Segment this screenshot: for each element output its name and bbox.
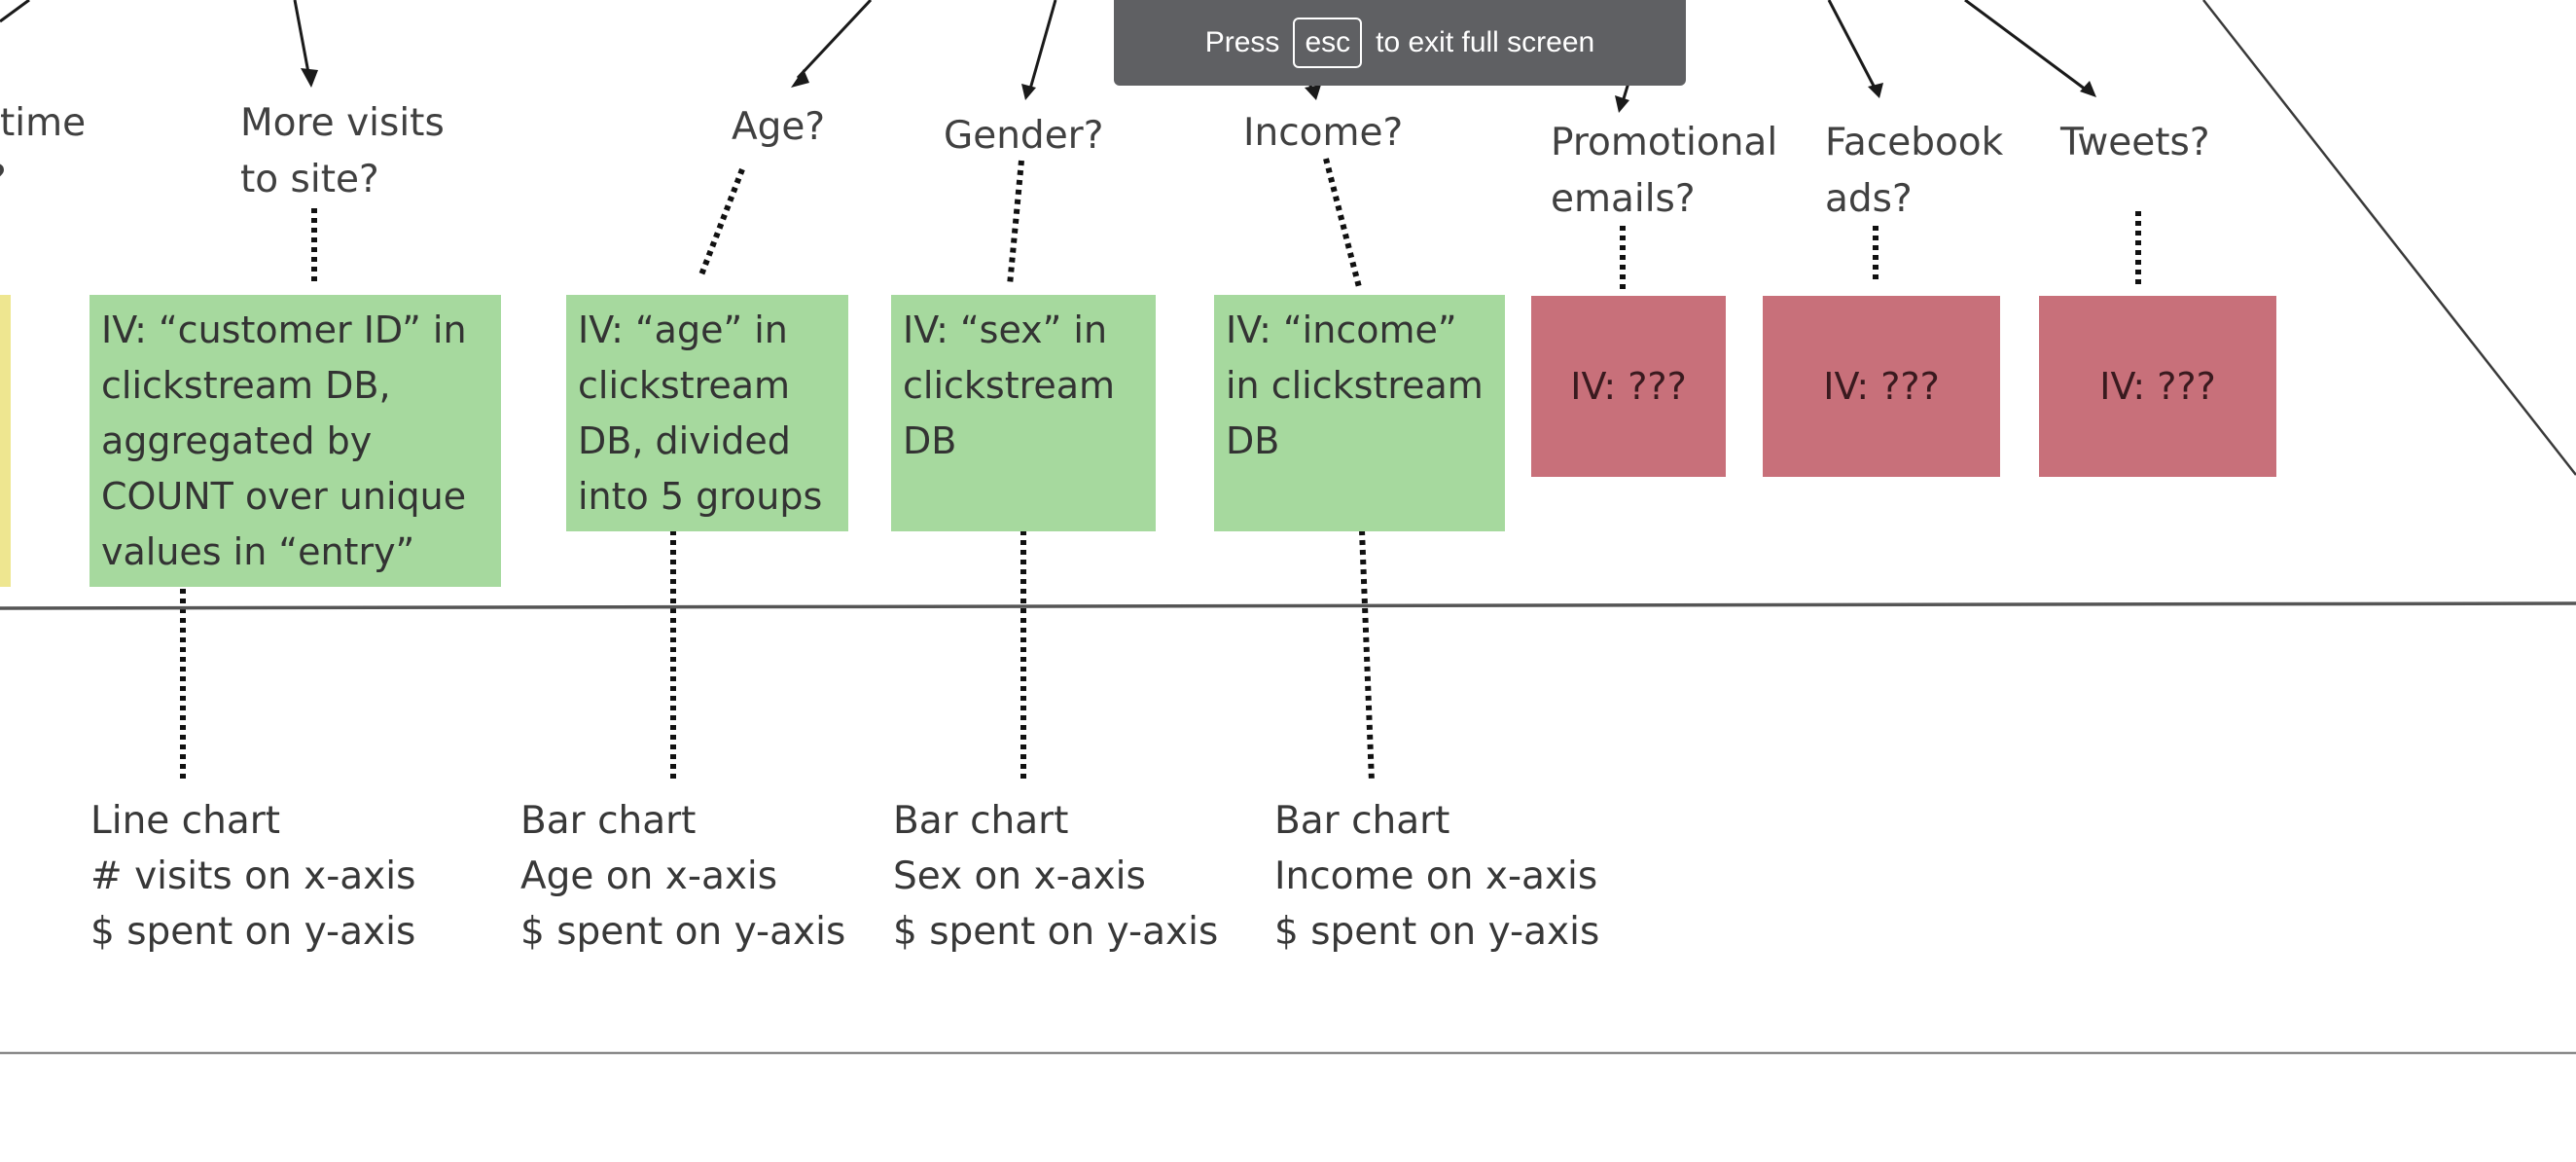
dotted-link-income-viz: [1359, 529, 1375, 782]
arrowhead-facebook-ads: [1868, 83, 1883, 98]
divider-upper: [0, 601, 2576, 610]
outline-diagonal: [2202, 0, 2576, 476]
dotted-links: [180, 158, 2141, 783]
arrow-facebook-ads: [1827, 0, 1878, 91]
dotted-link-gender: [1007, 160, 1024, 286]
arrowhead-more-visits: [301, 68, 318, 88]
arrowhead-income: [1305, 85, 1321, 100]
arrowheads: [301, 68, 2096, 113]
question-tweets: Tweets?: [2060, 121, 2210, 164]
question-time: time ?: [0, 101, 87, 201]
dotted-link-age: [698, 167, 745, 279]
arrow-tweets: [1964, 0, 2091, 94]
iv-box-age: IV: “age” in clickstream DB, divided int…: [566, 295, 848, 531]
question-gender: Gender?: [944, 114, 1104, 158]
question-income: Income?: [1243, 111, 1404, 155]
fullscreen-notice-prefix: Press: [1204, 26, 1280, 58]
esc-key[interactable]: esc: [1293, 18, 1363, 68]
iv-box-unknown-tweets: IV: ???: [2039, 296, 2276, 477]
question-age: Age?: [732, 105, 826, 149]
arrow-gender: [1027, 0, 1057, 93]
iv-box-unknown-emails: IV: ???: [1531, 296, 1726, 477]
fullscreen-notice-suffix: to exit full screen: [1376, 26, 1595, 58]
question-promotional-emails: Promotional emails?: [1551, 121, 1778, 221]
arrows: [0, 0, 2091, 106]
arrowhead-age: [791, 69, 809, 88]
arrow-time: [0, 0, 30, 23]
arrowhead-tweets: [2080, 81, 2096, 97]
arrow-more-visits: [293, 0, 311, 79]
arrowhead-gender: [1021, 84, 1036, 100]
viz-income: Bar chart Income on x-axis $ spent on y-…: [1274, 799, 1600, 954]
iv-box-income: IV: “income” in clickstream DB: [1214, 295, 1505, 531]
iv-box-partial: [0, 295, 11, 587]
viz-age: Bar chart Age on x-axis $ spent on y-axi…: [520, 799, 846, 954]
viz-sex: Bar chart Sex on x-axis $ spent on y-axi…: [893, 799, 1219, 954]
arrowhead-promotional-emails: [1615, 95, 1629, 113]
fullscreen-notice: Press esc to exit full screen: [1114, 0, 1686, 86]
question-more-visits: More visits to site?: [240, 101, 445, 201]
question-facebook-ads: Facebook ads?: [1825, 121, 2004, 221]
dotted-link-income: [1323, 158, 1362, 288]
iv-box-unknown-facebook: IV: ???: [1763, 296, 2000, 477]
viz-visits: Line chart # visits on x-axis $ spent on…: [90, 799, 416, 954]
iv-box-sex: IV: “sex” in clickstream DB: [891, 295, 1156, 531]
iv-box-customer-id: IV: “customer ID” in clickstream DB, agg…: [89, 295, 501, 587]
arrow-age: [796, 0, 873, 80]
